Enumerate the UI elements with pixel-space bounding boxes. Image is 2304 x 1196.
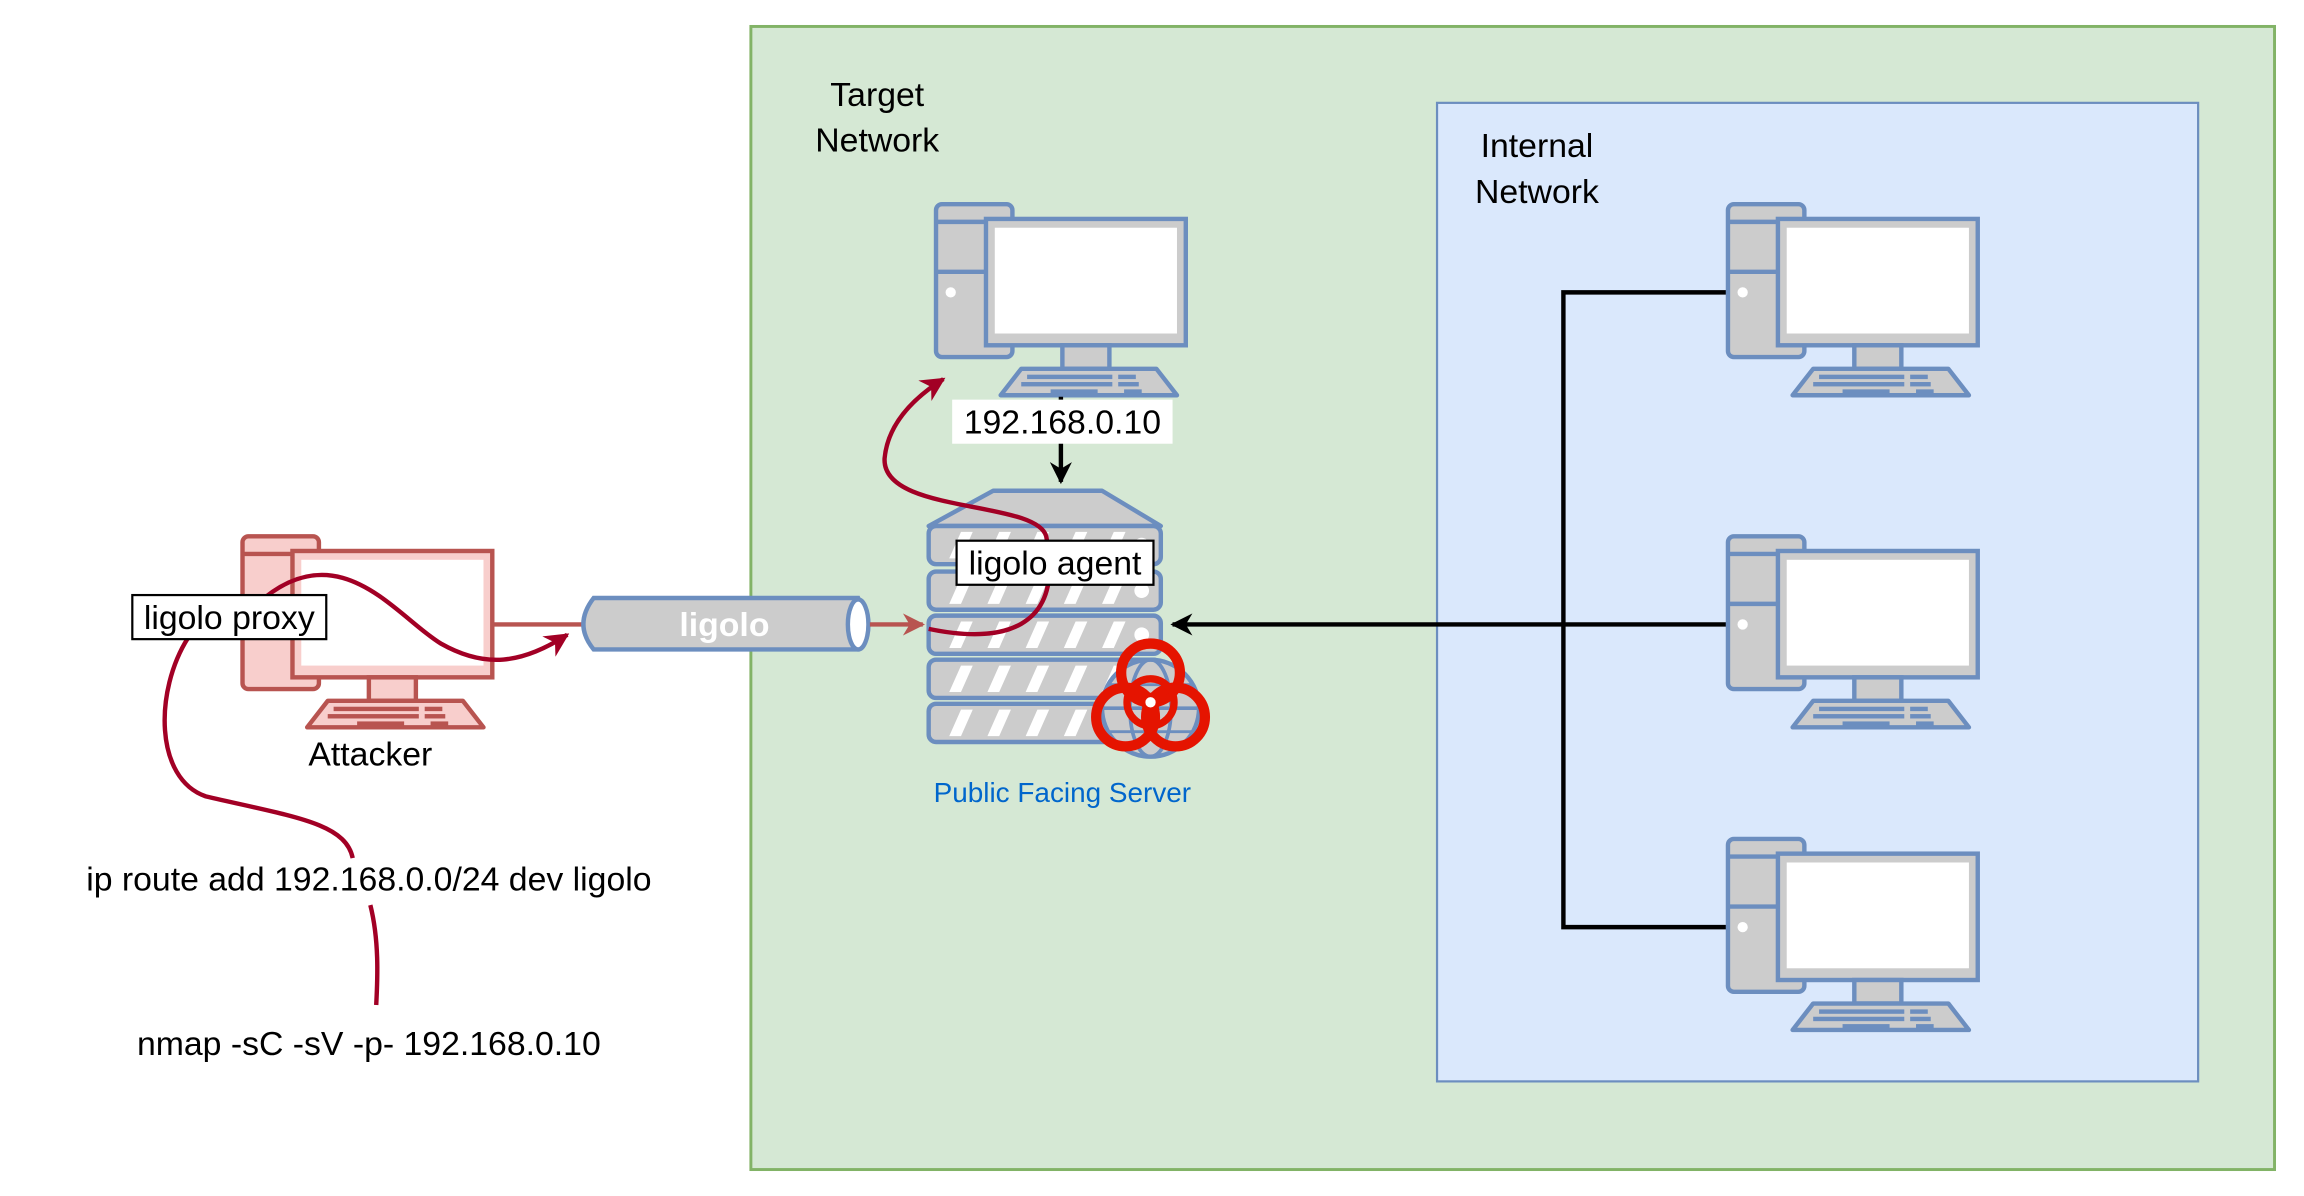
target-network-label-line1: Target xyxy=(830,76,925,114)
internal-network-label-line2: Network xyxy=(1475,173,1599,211)
biohazard-icon xyxy=(1091,638,1211,752)
internal-bus xyxy=(1170,290,1728,930)
command-ip-route: ip route add 192.168.0.0/24 dev ligolo xyxy=(86,860,651,898)
server-label: Public Facing Server xyxy=(934,777,1191,808)
agent-tag-box xyxy=(955,539,1155,586)
ip-label-bg xyxy=(952,399,1173,444)
attacker-label: Attacker xyxy=(308,735,432,773)
ligolo-tunnel: ligolo xyxy=(581,595,871,652)
command-flow-curve xyxy=(162,636,355,859)
target-network-label-line2: Network xyxy=(815,121,939,159)
target-host-ip-label: 192.168.0.10 xyxy=(964,403,1161,441)
command-nmap: nmap -sC -sV -p- 192.168.0.10 xyxy=(137,1025,601,1063)
public-facing-server-icon xyxy=(926,488,1164,742)
tunnel-label: ligolo xyxy=(679,606,769,644)
attacker-tag: ligolo proxy xyxy=(144,599,315,637)
agent-to-target-flow-curve xyxy=(882,377,1052,637)
command-flow-curve-2 xyxy=(368,904,380,1006)
internal-network-label-line1: Internal xyxy=(1481,127,1594,165)
proxy-to-tunnel-flow-curve xyxy=(254,572,570,662)
proxy-tag-box xyxy=(131,593,328,641)
server-tag: ligolo agent xyxy=(969,544,1142,582)
